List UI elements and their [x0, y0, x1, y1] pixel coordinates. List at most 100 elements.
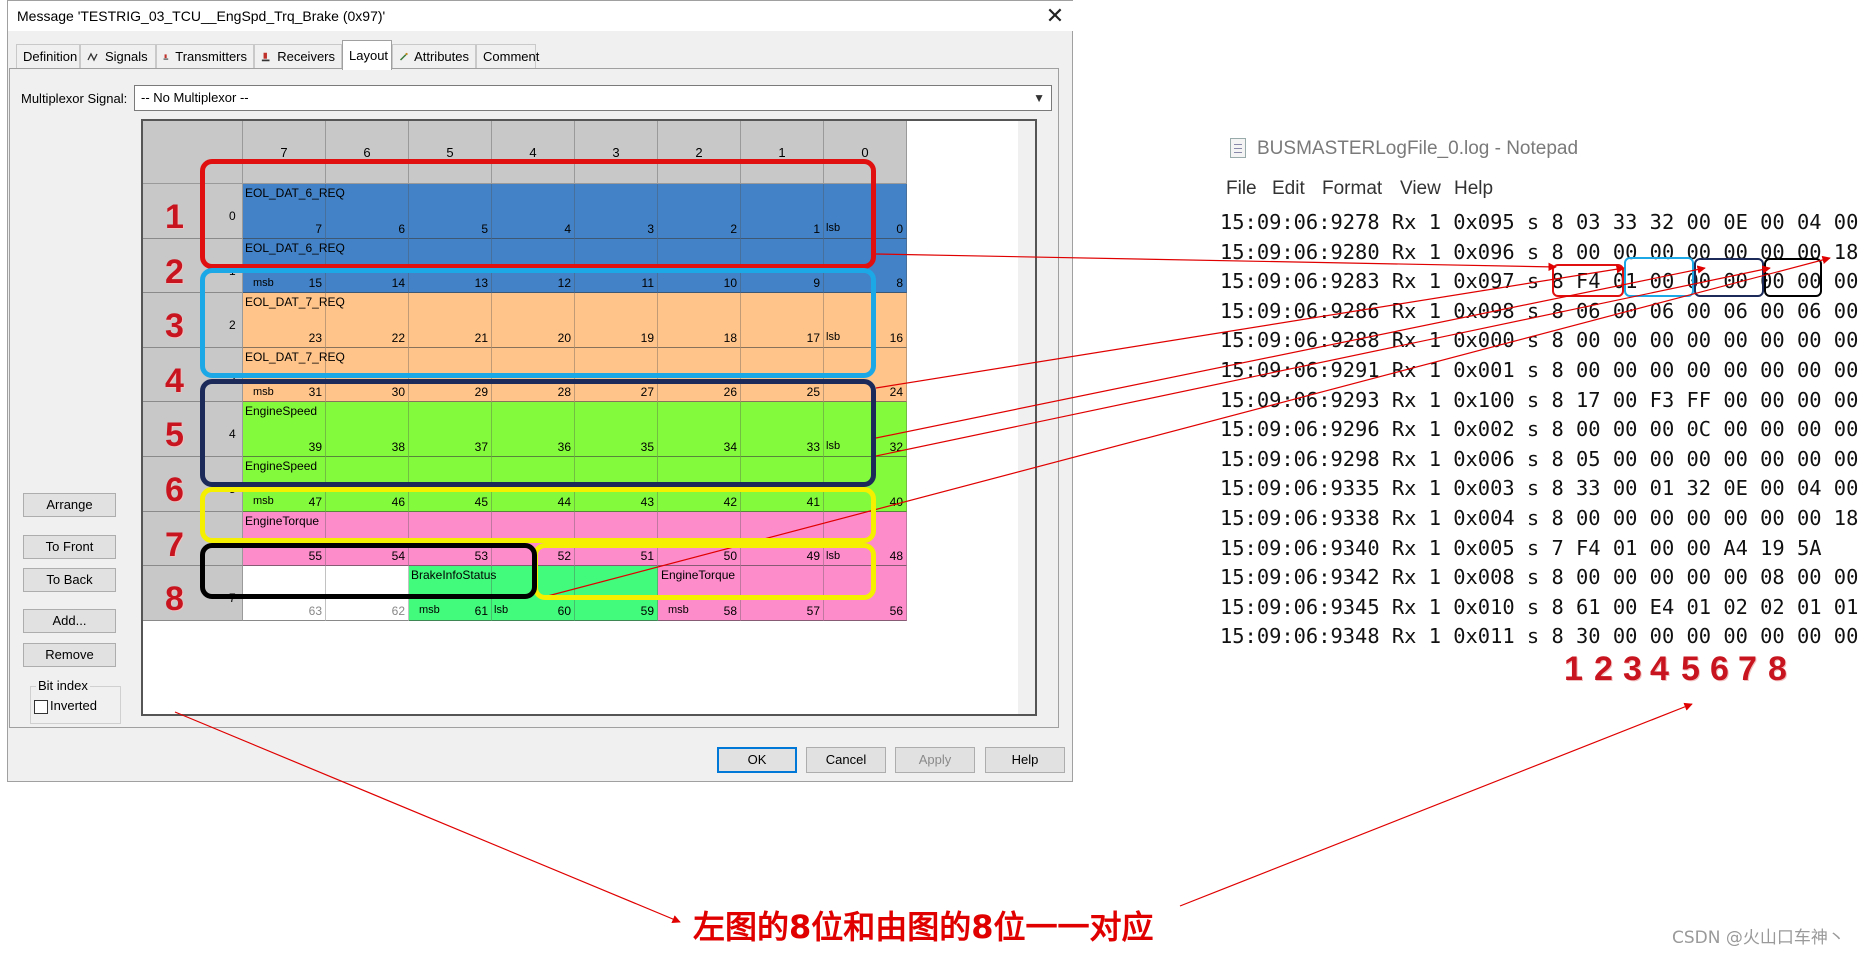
tab-receivers[interactable]: Receivers [254, 44, 342, 68]
byte-index: 6 [229, 536, 236, 551]
bit-cell[interactable]: 17 [741, 293, 824, 348]
bit-cell[interactable]: 0 [824, 184, 907, 239]
bit-cell[interactable]: 10 [658, 238, 741, 294]
log-text-area[interactable]: 15:09:06:9278 Rx 1 0x095 s 8 03 33 32 00… [1220, 208, 1858, 652]
ok-button[interactable]: OK [717, 747, 797, 773]
byte-marker: 1 [1564, 650, 1583, 688]
notepad-title: BUSMASTERLogFile_0.log - Notepad [1257, 138, 1579, 159]
bit-cell[interactable]: 38 [326, 402, 409, 457]
bit-cell[interactable]: 7 [243, 184, 326, 239]
cancel-button[interactable]: Cancel [806, 747, 886, 773]
bit-cell[interactable]: 11 [575, 238, 658, 294]
bit-cell[interactable]: 9 [741, 238, 824, 294]
bit-number: 60 [557, 603, 571, 618]
column-header: 5 [409, 121, 492, 184]
bit-cell[interactable]: 25 [741, 347, 824, 403]
add-button[interactable]: Add... [23, 609, 116, 633]
bit-cell[interactable]: 18 [658, 293, 741, 348]
vertical-scrollbar[interactable] [1018, 121, 1035, 714]
bit-cell[interactable]: 37 [409, 402, 492, 457]
bit-cell[interactable]: 8 [824, 238, 907, 294]
byte-marker: 3 [1623, 650, 1642, 688]
msb-tag: msb [253, 276, 274, 289]
signal-name: EOL_DAT_7_REQ [245, 349, 345, 364]
bit-cell[interactable]: 49 [741, 511, 824, 567]
bit-cell[interactable]: 40 [824, 457, 907, 512]
tab-signals[interactable]: Signals [80, 44, 156, 68]
tab-label: Signals [105, 48, 148, 64]
bit-number: 56 [889, 603, 903, 618]
bit-cell[interactable]: 57 [741, 566, 824, 621]
bit-number: 44 [557, 494, 571, 509]
arrange-button[interactable]: Arrange [23, 493, 116, 517]
bit-cell[interactable]: 4 [492, 184, 575, 239]
menu-format[interactable]: Format [1322, 178, 1383, 199]
bit-number: 30 [391, 385, 405, 400]
bit-cell[interactable]: 39 [243, 402, 326, 457]
bit-number: 29 [474, 385, 488, 400]
menu-file[interactable]: File [1226, 178, 1257, 199]
tab-transmitters[interactable]: Transmitters [156, 44, 254, 68]
bit-cell[interactable]: 22 [326, 293, 409, 348]
bit-cell[interactable]: 53 [409, 511, 492, 567]
bit-cell[interactable]: 51 [575, 511, 658, 567]
bit-cell[interactable]: 29 [409, 347, 492, 403]
bit-cell[interactable]: 46 [326, 457, 409, 512]
bit-cell[interactable]: 1 [741, 184, 824, 239]
menu-view[interactable]: View [1400, 178, 1441, 199]
bit-cell[interactable]: 36 [492, 402, 575, 457]
bit-cell[interactable]: 34 [658, 402, 741, 457]
bit-cell[interactable]: 50 [658, 511, 741, 567]
bit-cell[interactable]: 23 [243, 293, 326, 348]
bit-cell[interactable]: 44 [492, 457, 575, 512]
bit-cell[interactable]: 21 [409, 293, 492, 348]
tab-attributes[interactable]: Attributes [392, 44, 476, 68]
bit-cell[interactable]: 42 [658, 457, 741, 512]
bit-cell[interactable]: 19 [575, 293, 658, 348]
bit-cell[interactable]: 12 [492, 238, 575, 294]
bit-cell[interactable]: 41 [741, 457, 824, 512]
bit-cell[interactable]: 52 [492, 511, 575, 567]
multiplexor-select[interactable]: -- No Multiplexor -- ▼ [134, 85, 1052, 111]
bit-cell[interactable]: 20 [492, 293, 575, 348]
bit-cell[interactable]: 59 [575, 566, 658, 621]
bit-cell[interactable]: 26 [658, 347, 741, 403]
bit-cell[interactable]: 54 [326, 511, 409, 567]
bit-cell[interactable]: 13 [409, 238, 492, 294]
bit-cell[interactable]: 61 [409, 566, 492, 621]
log-line: 15:09:06:9340 Rx 1 0x005 s 7 F4 01 00 00… [1220, 535, 1822, 560]
bit-cell[interactable]: 45 [409, 457, 492, 512]
bit-cell[interactable]: 5 [409, 184, 492, 239]
tab-label: Comment [483, 48, 540, 64]
menu-edit[interactable]: Edit [1272, 178, 1305, 199]
tab-definition[interactable]: Definition [16, 44, 80, 68]
to-front-button[interactable]: To Front [23, 535, 116, 559]
tab-comment[interactable]: Comment [476, 44, 540, 68]
bit-number: 14 [391, 276, 405, 291]
bit-cell[interactable]: 2 [658, 184, 741, 239]
tab-layout[interactable]: Layout [342, 40, 392, 70]
help-button[interactable]: Help [985, 747, 1065, 773]
bit-cell[interactable]: 56 [824, 566, 907, 621]
bit-cell[interactable]: 3 [575, 184, 658, 239]
tab-label: Layout [349, 47, 389, 63]
bit-cell[interactable]: 35 [575, 402, 658, 457]
bit-cell[interactable]: 24 [824, 347, 907, 403]
bit-cell[interactable]: 33 [741, 402, 824, 457]
bit-cell[interactable]: 63 [243, 566, 326, 621]
byte-marker: 2 [1594, 650, 1613, 688]
remove-button[interactable]: Remove [23, 643, 116, 667]
inverted-checkbox[interactable] [34, 700, 48, 714]
bit-cell[interactable]: 6 [326, 184, 409, 239]
bit-cell[interactable]: 43 [575, 457, 658, 512]
apply-button[interactable]: Apply [895, 747, 975, 773]
menu-help[interactable]: Help [1454, 178, 1494, 199]
bit-cell[interactable]: 27 [575, 347, 658, 403]
bit-number: 22 [391, 330, 405, 345]
bit-cell[interactable]: 62 [326, 566, 409, 621]
bit-cell[interactable]: 28 [492, 347, 575, 403]
to-back-button[interactable]: To Back [23, 568, 116, 592]
close-icon[interactable]: ✕ [1045, 3, 1065, 28]
msb-tag: msb [668, 604, 689, 617]
